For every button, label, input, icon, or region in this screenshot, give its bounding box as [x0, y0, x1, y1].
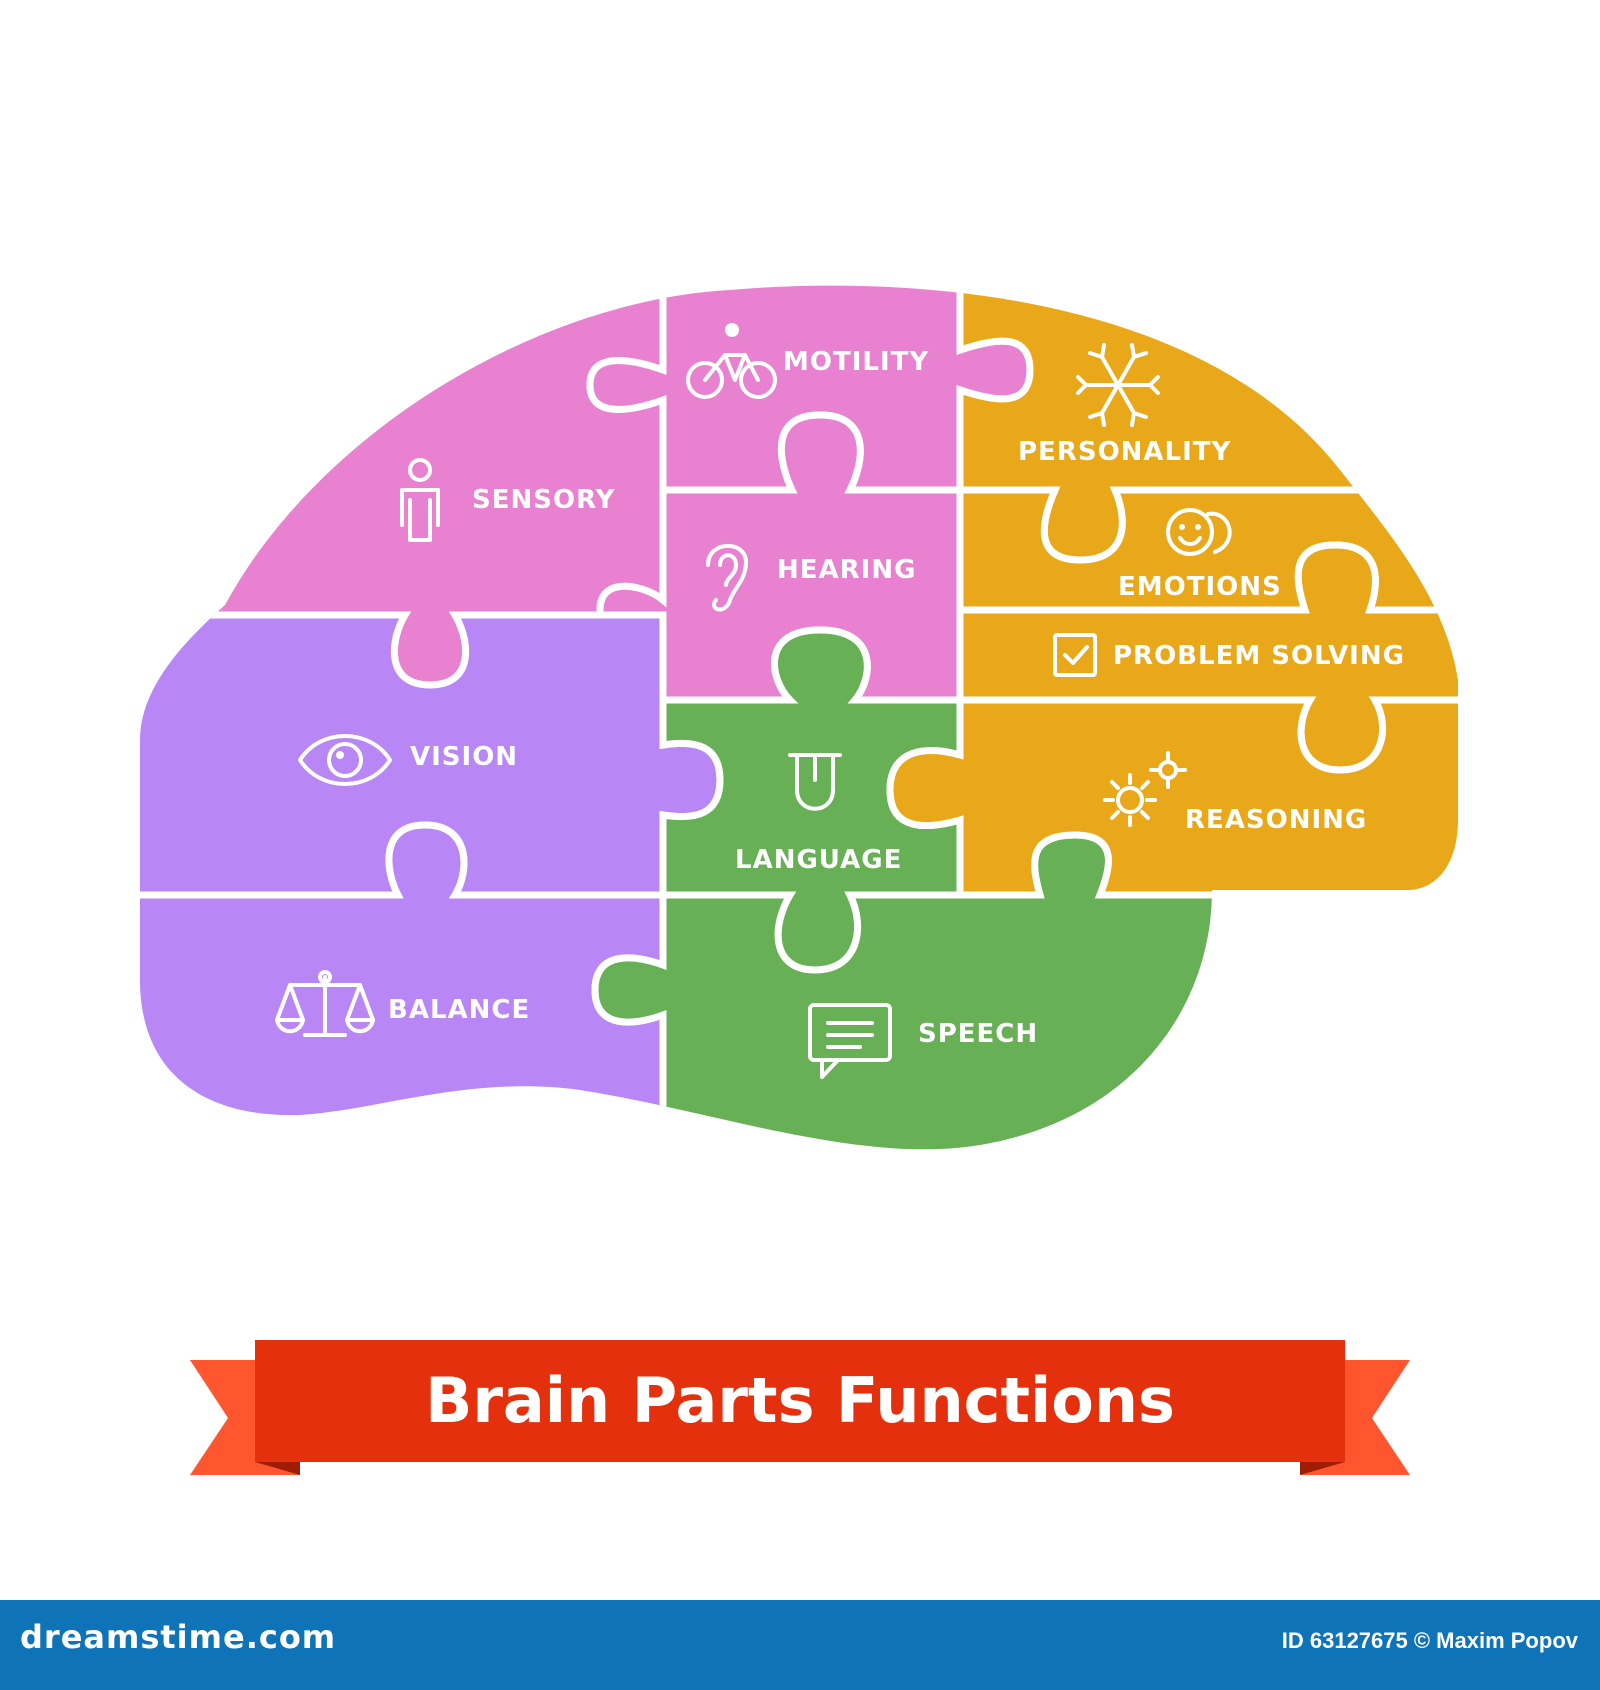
- banner-body: [255, 1340, 1345, 1462]
- ear-icon: [706, 543, 748, 612]
- banner-title: Brain Parts Functions: [425, 1364, 1175, 1437]
- label-problem-solving: PROBLEM SOLVING: [1113, 641, 1405, 671]
- bicycle-icon: [686, 323, 777, 399]
- tongue-icon: [788, 753, 842, 811]
- banner-right-fold: [1300, 1462, 1345, 1475]
- footer-site-logo: dreamstime.com: [20, 1618, 337, 1656]
- footer-bar: dreamstime.com ID 63127675 © Maxim Popov: [0, 1600, 1600, 1690]
- label-hearing: HEARING: [777, 555, 916, 585]
- label-vision: VISION: [410, 742, 518, 772]
- scales-icon: [275, 970, 375, 1037]
- eye-icon: [298, 734, 392, 786]
- label-personality: PERSONALITY: [1018, 437, 1232, 467]
- gears-icon: [1103, 751, 1187, 827]
- snowflake-icon: [1076, 343, 1160, 427]
- title-banner: Brain Parts Functions: [190, 1340, 1410, 1475]
- label-language: LANGUAGE: [735, 845, 902, 875]
- label-reasoning: REASONING: [1185, 805, 1367, 835]
- footer-credit: ID 63127675 © Maxim Popov: [1281, 1628, 1578, 1653]
- reasoning-piece: [886, 696, 1458, 899]
- speech-bubble-icon: [808, 1003, 892, 1079]
- banner-left-fold: [255, 1462, 300, 1475]
- label-balance: BALANCE: [388, 995, 530, 1025]
- label-speech: SPEECH: [918, 1019, 1038, 1049]
- smiley-faces-icon: [1166, 508, 1232, 556]
- label-motility: MOTILITY: [783, 347, 929, 377]
- checkbox-icon: [1053, 633, 1097, 677]
- person-icon: [400, 458, 440, 542]
- label-emotions: EMOTIONS: [1118, 572, 1282, 602]
- label-sensory: SENSORY: [472, 485, 616, 515]
